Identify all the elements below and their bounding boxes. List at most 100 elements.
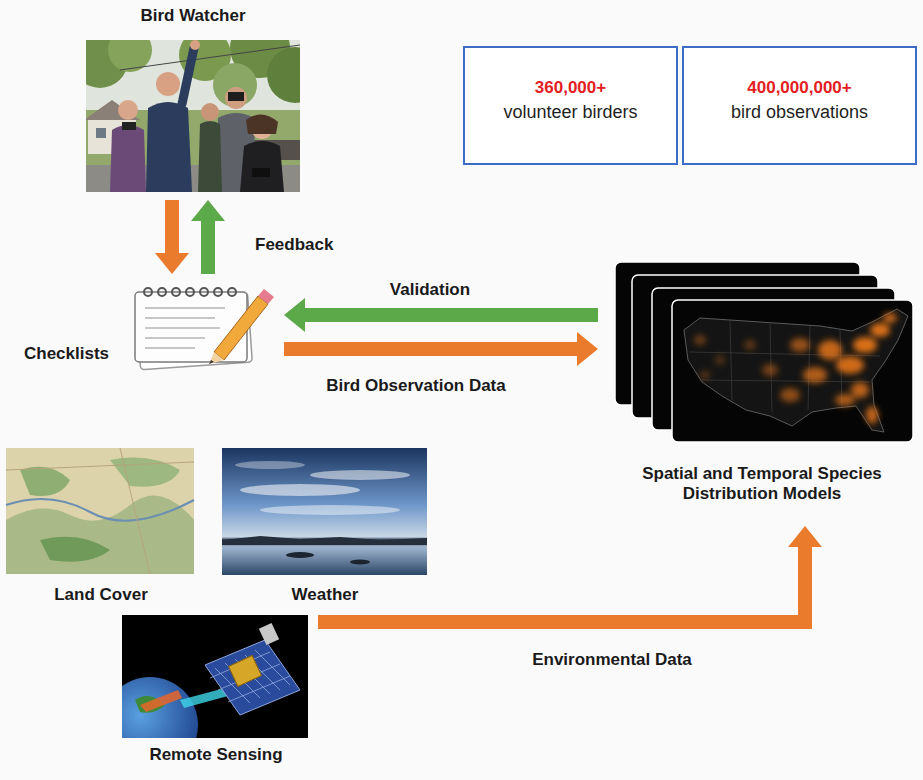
checklist-icon-part — [214, 296, 268, 360]
bird-watcher-photo — [72, 18, 323, 192]
bird-watcher-photo-part-part — [122, 122, 136, 130]
land-cover-map-part — [20, 467, 70, 496]
remote-sensing-picture-part-part — [180, 688, 228, 708]
remote-sensing-picture-part-part — [210, 650, 290, 703]
stat-number: 400,000,000+ — [684, 78, 915, 98]
stat-number: 360,000+ — [465, 78, 676, 98]
checklist-icon-part — [145, 307, 225, 309]
checklist-icon-part — [145, 347, 195, 349]
bird-watcher-photo-part-part — [86, 100, 140, 120]
node-heading: Spatial and Temporal Species Distributio… — [606, 464, 918, 505]
checklist-icon-part — [158, 288, 166, 296]
distribution-maps-part — [672, 300, 913, 442]
bird-watcher-photo-part-part — [118, 100, 138, 120]
bird-watcher-photo-part-part — [252, 168, 270, 177]
distribution-maps-part-part-part — [803, 367, 827, 383]
bird-watcher-photo-part-part — [240, 141, 284, 192]
remote-sensing-picture-part-part — [205, 640, 300, 715]
weather-photo — [222, 448, 427, 575]
bird-watcher-photo-part-part — [228, 92, 244, 101]
distribution-maps-part-part-part — [762, 364, 778, 376]
distribution-maps-part-part-part — [715, 355, 725, 365]
stat-caption: volunteer birders — [465, 102, 676, 124]
flow-arrow — [318, 547, 805, 622]
weather-photo-part — [260, 505, 400, 515]
bird-watcher-photo-part-part — [108, 40, 152, 72]
checklist-icon-part — [144, 288, 152, 296]
weather-photo-part — [235, 461, 305, 469]
bird-watcher-photo-part — [86, 40, 300, 192]
node-heading: Remote Sensing — [122, 745, 310, 765]
land-cover-map-part — [40, 537, 110, 562]
bird-watcher-photo-part-part — [120, 45, 300, 70]
flow-arrow — [305, 308, 598, 322]
bird-watcher-photo-part-part — [182, 48, 194, 104]
checklist-icon-part — [186, 288, 194, 296]
distribution-maps-part-part-part — [744, 340, 756, 350]
distribution-maps-part-part-part — [780, 388, 800, 402]
remote-sensing-picture-part-part — [259, 623, 279, 645]
edge-label: Validation — [387, 280, 473, 300]
flow-arrow — [165, 200, 179, 253]
photo-panel: Land Cover — [6, 448, 196, 610]
bird-watcher-photo-part-part — [225, 87, 247, 109]
distribution-maps-part — [684, 309, 908, 432]
checklist-icon-part — [172, 288, 180, 296]
land-cover-map-part — [6, 448, 194, 574]
weather-photo-part — [286, 552, 314, 558]
edge-label: Feedback — [252, 235, 336, 255]
stat-box: 400,000,000+ bird observations — [682, 46, 917, 165]
distribution-maps-part-part-part — [700, 371, 710, 379]
checklist-icon-part — [214, 288, 222, 296]
node-heading: Checklists — [24, 344, 128, 364]
distribution-maps-part-part-part — [836, 356, 864, 374]
checklist-icon-part — [145, 317, 215, 319]
checklist-icon — [135, 288, 274, 370]
distribution-maps-part-part — [684, 309, 908, 432]
flow-arrow — [284, 342, 577, 356]
distribution-maps-part-part-part — [883, 313, 897, 323]
land-cover-map-part — [6, 495, 194, 574]
node-heading: Land Cover — [6, 585, 196, 605]
land-cover-map — [6, 448, 194, 574]
remote-sensing-picture-part-part — [229, 656, 262, 687]
weather-photo-part — [222, 448, 427, 575]
map-panel: Spatial and Temporal Species Distributio… — [606, 262, 918, 518]
distribution-maps-part-part-part — [835, 394, 855, 406]
stat-caption: bird observations — [684, 102, 915, 124]
bird-watcher-photo-part-part — [246, 114, 278, 134]
land-cover-map-part — [110, 458, 180, 487]
distribution-maps-part-part — [694, 313, 897, 424]
bird-watcher-photo-part-part — [190, 40, 200, 50]
node-heading: Weather — [222, 585, 428, 605]
photo-panel: Weather — [222, 448, 428, 610]
weather-photo-part — [350, 560, 370, 565]
remote-sensing-picture-part-part — [140, 690, 182, 712]
bird-watcher-photo-part-part — [267, 47, 300, 103]
checklist-icon-part — [209, 360, 214, 364]
bird-watcher-photo-part-part — [96, 128, 106, 138]
edge-label: Bird Observation Data — [323, 376, 509, 396]
distribution-maps — [615, 262, 913, 442]
weather-photo-part — [240, 484, 360, 496]
bird-watcher-photo-part-part — [213, 63, 257, 107]
remote-sensing-picture-part — [122, 623, 300, 738]
weather-photo-part — [222, 536, 427, 545]
edge-label: Environmental Data — [529, 650, 695, 670]
checklist-icon-part — [145, 337, 205, 339]
stat-box: 360,000+ volunteer birders — [463, 46, 678, 165]
bird-watcher-photo-part-part — [201, 103, 219, 121]
distribution-maps-part-part-part — [853, 337, 877, 353]
bird-watcher-photo-part-part — [110, 125, 146, 192]
land-cover-map-part — [6, 499, 194, 521]
checklist-panel: Checklists — [20, 282, 276, 372]
checklist-icon-part — [209, 352, 224, 364]
remote-sensing-picture-part-part — [122, 677, 198, 738]
flow-arrow — [201, 221, 215, 274]
photo-panel: Remote Sensing — [122, 615, 310, 771]
bird-watcher-photo-part-part — [198, 121, 222, 192]
node-heading: Bird Watcher — [86, 6, 300, 26]
weather-photo-part — [310, 470, 410, 480]
distribution-maps-part-part-part — [866, 406, 878, 424]
distribution-maps-part-part-part — [790, 338, 810, 352]
